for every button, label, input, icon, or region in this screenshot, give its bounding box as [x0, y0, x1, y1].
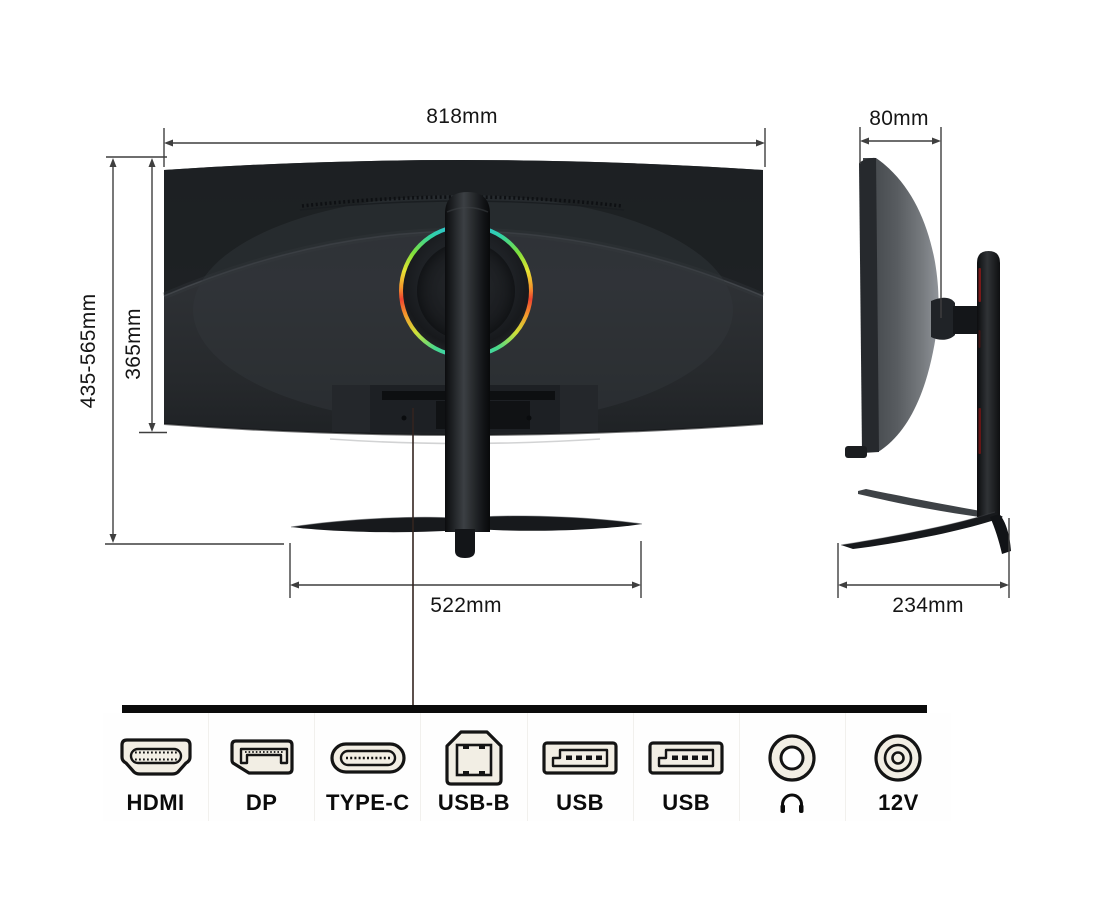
base-depth-dimension-label: 234mm	[892, 594, 964, 617]
headphone-jack-icon	[765, 726, 819, 790]
port-cell-12v: 12V	[844, 713, 951, 821]
port-label-usb-2: USB	[662, 790, 711, 815]
dimension-435-565mm	[109, 158, 117, 543]
port-cell-usb-1: USB	[526, 713, 633, 821]
side-mount-hub	[931, 297, 955, 340]
dimension-lines	[105, 127, 1010, 598]
base-width-dimension-label: 522mm	[430, 594, 502, 617]
stand-pole-back	[445, 192, 490, 558]
port-label-12v: 12V	[878, 790, 919, 815]
port-label-hdmi: HDMI	[126, 790, 185, 815]
ports-strip: HDMI DP TYPE-C	[103, 713, 951, 821]
port-label-usb-b: USB-B	[437, 790, 511, 815]
depth-dimension-label: 80mm	[869, 107, 929, 130]
displayport-port-icon	[227, 726, 297, 790]
side-panel-bulge	[863, 158, 939, 452]
dimension-522mm	[289, 541, 642, 598]
stand-base-side	[840, 511, 1011, 554]
ports-strip-bar	[122, 705, 927, 713]
port-cell-dp: DP	[208, 713, 315, 821]
port-cell-usb-2: USB	[632, 713, 739, 821]
dimension-234mm	[837, 518, 1010, 598]
headphone-icon	[779, 790, 805, 816]
side-panel-front	[859, 157, 879, 453]
port-label-usb-1: USB	[556, 790, 605, 815]
dimension-80mm	[859, 127, 942, 318]
width-dimension-label: 818mm	[426, 105, 498, 128]
dimension-818mm	[163, 128, 766, 167]
base-center-nub	[455, 529, 475, 558]
port-label-dp: DP	[245, 790, 278, 815]
port-label-type-c: TYPE-C	[325, 790, 410, 815]
port-cell-hdmi: HDMI	[103, 713, 209, 821]
usb-b-port-icon	[443, 726, 505, 790]
hdmi-port-icon	[117, 726, 195, 790]
usb-c-port-icon	[329, 726, 407, 790]
dc-power-icon	[871, 726, 925, 790]
port-cell-type-c: TYPE-C	[314, 713, 421, 821]
port-cell-usb-b: USB-B	[420, 713, 527, 821]
port-cell-headphone	[738, 713, 845, 821]
side-stand-pole	[977, 251, 1000, 517]
usb-a-port-icon	[541, 726, 619, 790]
monitor-back-view	[162, 160, 765, 533]
monitor-side-view	[840, 157, 1011, 554]
dimension-365mm	[139, 158, 167, 434]
usb-a-port-icon	[647, 726, 725, 790]
